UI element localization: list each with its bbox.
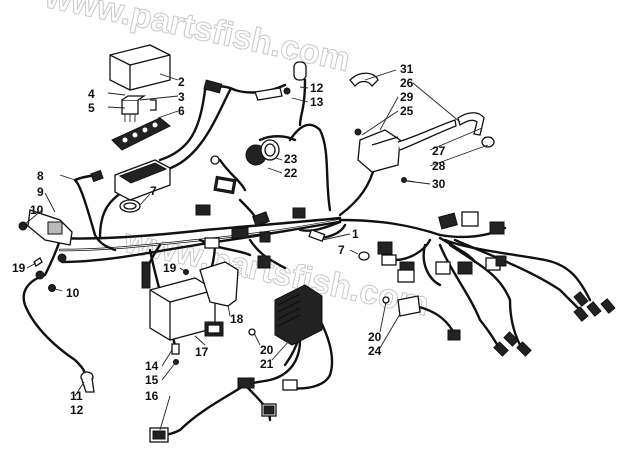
starter-solenoid — [18, 209, 73, 292]
connector-8 — [90, 169, 104, 183]
callout-25: 25 — [400, 104, 414, 118]
callout-6: 6 — [178, 104, 185, 118]
callout-12-bottom: 12 — [70, 403, 84, 417]
callout-20-center: 20 — [260, 343, 274, 357]
indicator-lamp — [245, 139, 280, 166]
callout-31: 31 — [400, 62, 414, 76]
terminal-boot — [80, 371, 95, 393]
voltage-regulator — [248, 284, 323, 346]
callout-27: 27 — [432, 144, 446, 158]
callout-19-center: 19 — [163, 261, 177, 275]
callout-10-bottom: 10 — [66, 286, 80, 300]
callout-26: 26 — [400, 76, 414, 90]
relay — [121, 95, 147, 122]
parts — [18, 44, 616, 443]
callout-13: 13 — [310, 95, 324, 109]
callout-15: 15 — [145, 373, 159, 387]
callout-10-top: 10 — [30, 203, 44, 217]
callout-30: 30 — [432, 177, 446, 191]
central-connectors — [141, 175, 306, 289]
ignition-coil — [349, 72, 495, 183]
callout-22: 22 — [284, 166, 298, 180]
clip — [150, 99, 157, 111]
callout-3: 3 — [178, 90, 185, 104]
callout-19-left: 19 — [12, 261, 26, 275]
harness-end-1 — [308, 228, 326, 242]
fuse-box — [114, 159, 171, 201]
lower-connectors — [149, 377, 298, 443]
callout-5: 5 — [88, 101, 95, 115]
callout-12-top: 12 — [310, 81, 324, 95]
callout-11: 11 — [70, 389, 83, 403]
right-connectors — [377, 211, 507, 283]
callout-23: 23 — [284, 152, 298, 166]
grommet-right — [358, 251, 370, 261]
callout-18: 18 — [230, 312, 244, 326]
callout-17: 17 — [195, 345, 209, 359]
plug-pairs — [493, 291, 616, 357]
callout-28: 28 — [432, 159, 446, 173]
screw-19-left — [33, 257, 43, 267]
callout-24: 24 — [368, 344, 382, 358]
callout-14: 14 — [145, 359, 159, 373]
callout-9: 9 — [37, 185, 44, 199]
callout-7-right: 7 — [338, 243, 345, 257]
bracket-18 — [199, 261, 239, 307]
callout-4: 4 — [88, 87, 95, 101]
relay-box-cover — [109, 44, 171, 91]
callout-7-left: 7 — [150, 184, 157, 198]
callout-16: 16 — [145, 389, 159, 403]
cdi-module — [149, 277, 224, 341]
leader-lines — [23, 69, 489, 431]
callout-21: 21 — [260, 357, 274, 371]
connector-14 — [171, 343, 180, 365]
callout-numbers: 2 3 4 5 6 7 7 8 9 10 10 11 12 12 13 14 1… — [12, 62, 446, 417]
callout-29: 29 — [400, 90, 414, 104]
top-connector — [203, 79, 283, 101]
callout-8: 8 — [37, 169, 44, 183]
callout-1: 1 — [352, 227, 359, 241]
fuse-strip — [111, 117, 171, 151]
bulb-socket — [283, 61, 307, 95]
callout-2: 2 — [178, 75, 185, 89]
callout-20-right: 20 — [368, 330, 382, 344]
